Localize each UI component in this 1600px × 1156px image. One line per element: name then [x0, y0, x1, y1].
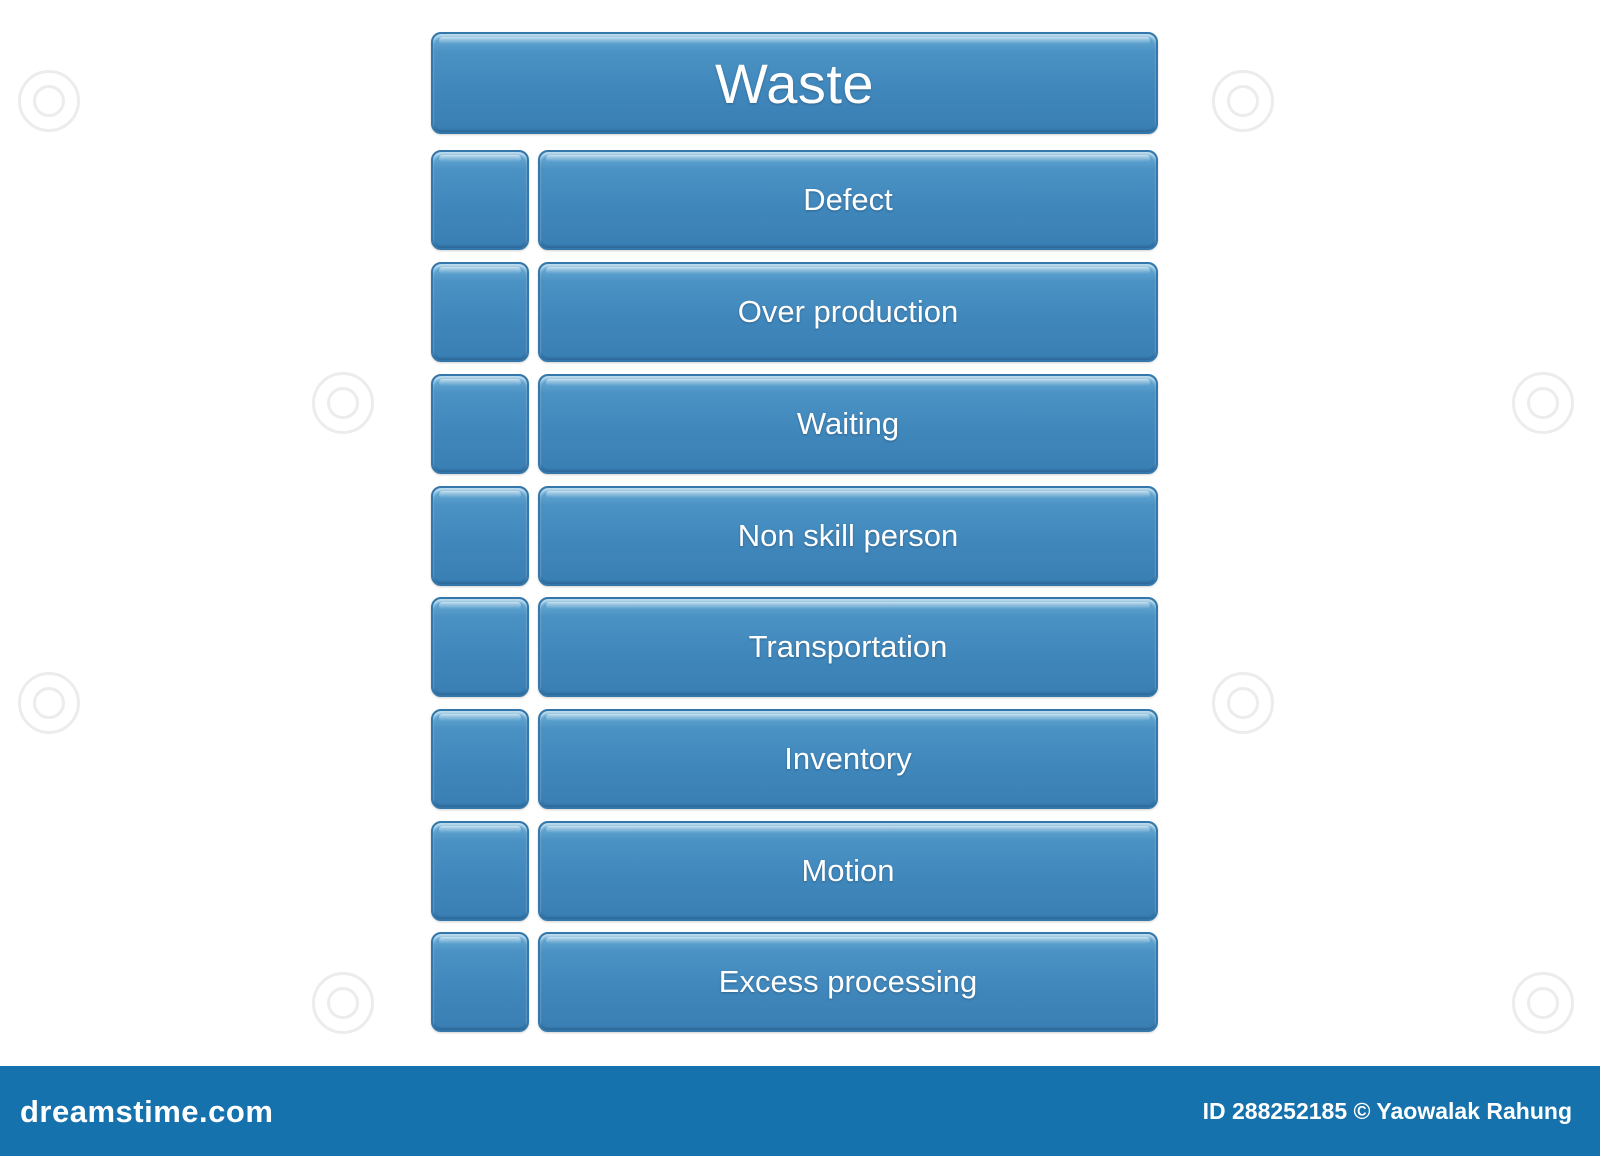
item-marker-box [431, 374, 529, 474]
item-label: Inventory [784, 741, 912, 776]
item-label: Non skill person [737, 518, 959, 553]
watermark-swirl-icon [1212, 672, 1274, 734]
watermark-swirl-icon [18, 70, 80, 132]
watermark-swirl-icon [1212, 70, 1274, 132]
item-marker-box [431, 262, 529, 362]
waste-title: Waste [714, 51, 875, 115]
item-marker-box [431, 597, 529, 697]
watermark-swirl-icon [312, 372, 374, 434]
image-credit: ID 288252185 © Yaowalak Rahung [1202, 1098, 1572, 1124]
item-label: Defect [803, 182, 893, 217]
item-marker-box [431, 150, 529, 250]
item-marker-box [431, 821, 529, 921]
item-box-excess-processing: Excess processing [538, 932, 1158, 1032]
item-marker-box [431, 486, 529, 586]
watermark-swirl-icon [1512, 372, 1574, 434]
item-marker-box [431, 709, 529, 809]
item-box-motion: Motion [538, 821, 1158, 921]
item-label: Transportation [748, 629, 948, 664]
item-label: Over production [737, 294, 959, 329]
item-box-waiting: Waiting [538, 374, 1158, 474]
item-label: Motion [801, 853, 895, 888]
watermark-swirl-icon [18, 672, 80, 734]
dreamstime-logo: dreamstime.com [20, 1094, 274, 1129]
watermark-swirl-icon [1512, 972, 1574, 1034]
item-label: Waiting [796, 406, 900, 441]
waste-title-box: Waste [431, 32, 1158, 134]
item-box-transportation: Transportation [538, 597, 1158, 697]
footer-bar: dreamstime.com ID 288252185 © Yaowalak R… [0, 1066, 1600, 1156]
waste-diagram: Waste Defect Over production Waiting Non… [18, 32, 1574, 1034]
watermark-swirl-icon [312, 972, 374, 1034]
item-marker-box [431, 932, 529, 1032]
item-box-inventory: Inventory [538, 709, 1158, 809]
item-box-non-skill-person: Non skill person [538, 486, 1158, 586]
item-box-over-production: Over production [538, 262, 1158, 362]
item-box-defect: Defect [538, 150, 1158, 250]
item-label: Excess processing [718, 964, 978, 999]
